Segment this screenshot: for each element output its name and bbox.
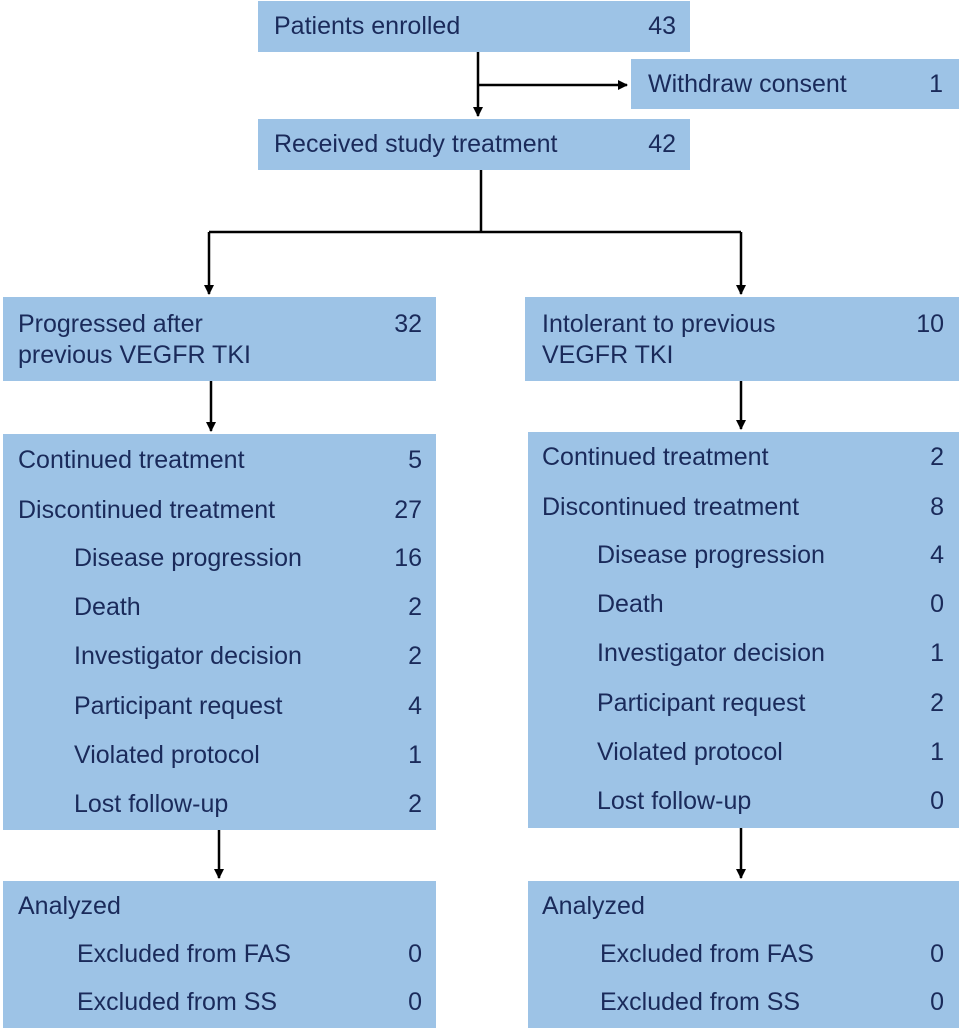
enrolled-label: Patients enrolled [274, 12, 461, 40]
withdraw-row: Withdraw consent 1 [648, 69, 943, 99]
left-fas-label: Excluded from FAS [77, 940, 291, 968]
left-reason-count: 2 [408, 642, 422, 670]
enrolled-box [258, 1, 690, 52]
right-group-label-line1: Intolerant to previous [542, 310, 776, 338]
right-reason-count: 1 [930, 639, 944, 667]
left-reason-label: Violated protocol [74, 741, 260, 769]
right-continued-count: 2 [930, 443, 944, 471]
received-row: Received study treatment 42 [274, 129, 676, 159]
right-analyzed-box [528, 881, 959, 1028]
left-fas-count: 0 [408, 940, 422, 968]
left-reason-count: 4 [408, 692, 422, 720]
left-reason-label: Investigator decision [74, 642, 302, 670]
received-label: Received study treatment [274, 130, 558, 158]
right-reason-label: Participant request [597, 689, 806, 717]
left-ss-label: Excluded from SS [77, 988, 278, 1016]
right-reason-row: Death 0 [597, 589, 944, 619]
right-group-count: 10 [916, 310, 944, 338]
left-reason-row: Disease progression 16 [74, 543, 422, 573]
left-ss-count: 0 [408, 988, 422, 1016]
right-fas-row: Excluded from FAS 0 [600, 939, 944, 969]
right-reason-count: 4 [930, 541, 944, 569]
right-fas-count: 0 [930, 940, 944, 968]
right-reason-label: Investigator decision [597, 639, 825, 667]
right-reason-count: 1 [930, 738, 944, 766]
left-continued-count: 5 [408, 446, 422, 474]
left-reason-count: 2 [408, 790, 422, 818]
right-reason-row: Violated protocol 1 [597, 737, 944, 767]
right-reason-label: Violated protocol [597, 738, 783, 766]
right-reason-label: Lost follow-up [597, 787, 752, 815]
right-group-row: Intolerant to previous VEGFR TKI 10 [542, 309, 944, 371]
left-reason-label: Disease progression [74, 544, 302, 572]
left-group-row: Progressed after previous VEGFR TKI 32 [18, 309, 422, 371]
left-reason-row: Violated protocol 1 [74, 740, 422, 770]
received-count: 42 [648, 130, 676, 158]
right-reason-label: Death [597, 590, 664, 618]
right-reason-label: Disease progression [597, 541, 825, 569]
right-reason-count: 0 [930, 590, 944, 618]
left-reason-count: 2 [408, 593, 422, 621]
received-box [258, 119, 690, 170]
right-status-box [528, 432, 959, 828]
left-analyzed-box [3, 881, 436, 1028]
right-ss-count: 0 [930, 988, 944, 1016]
right-reason-row: Participant request 2 [597, 688, 944, 718]
left-continued-label: Continued treatment [18, 446, 245, 474]
right-reason-count: 0 [930, 787, 944, 815]
left-status-box [3, 434, 436, 830]
left-analyzed-row: Analyzed [18, 891, 422, 921]
right-ss-label: Excluded from SS [600, 988, 801, 1016]
left-group-label-line2: previous VEGFR TKI [18, 341, 251, 369]
right-discontinued-label: Discontinued treatment [542, 493, 800, 521]
right-group-label: Intolerant to previous VEGFR TKI [542, 309, 775, 371]
left-reason-row: Death 2 [74, 592, 422, 622]
left-group-label: Progressed after previous VEGFR TKI [18, 309, 251, 371]
left-group-count: 32 [394, 310, 422, 338]
withdraw-count: 1 [929, 70, 943, 98]
left-discontinued-row: Discontinued treatment 27 [18, 495, 422, 525]
left-reason-row: Participant request 4 [74, 691, 422, 721]
right-discontinued-row: Discontinued treatment 8 [542, 492, 944, 522]
right-ss-row: Excluded from SS 0 [600, 987, 944, 1017]
right-group-box [525, 297, 959, 381]
right-fas-label: Excluded from FAS [600, 940, 814, 968]
right-group-label-line2: VEGFR TKI [542, 341, 674, 369]
withdraw-box [631, 59, 959, 109]
left-fas-row: Excluded from FAS 0 [77, 939, 422, 969]
right-reason-row: Lost follow-up 0 [597, 786, 944, 816]
left-group-label-line1: Progressed after [18, 310, 203, 338]
left-reason-row: Investigator decision 2 [74, 641, 422, 671]
enrolled-row: Patients enrolled 43 [274, 11, 676, 41]
left-analyzed-label: Analyzed [18, 892, 121, 920]
left-reason-row: Lost follow-up 2 [74, 789, 422, 819]
right-continued-label: Continued treatment [542, 443, 769, 471]
left-reason-count: 1 [408, 741, 422, 769]
left-reason-label: Lost follow-up [74, 790, 229, 818]
right-reason-row: Investigator decision 1 [597, 638, 944, 668]
left-discontinued-count: 27 [394, 496, 422, 524]
right-reason-row: Disease progression 4 [597, 540, 944, 570]
left-reason-label: Death [74, 593, 141, 621]
withdraw-label: Withdraw consent [648, 70, 847, 98]
right-analyzed-label: Analyzed [542, 892, 645, 920]
left-group-box [3, 297, 436, 381]
right-continued-row: Continued treatment 2 [542, 442, 944, 472]
left-continued-row: Continued treatment 5 [18, 445, 422, 475]
enrolled-count: 43 [648, 12, 676, 40]
left-reason-count: 16 [394, 544, 422, 572]
left-discontinued-label: Discontinued treatment [18, 496, 276, 524]
right-analyzed-row: Analyzed [542, 891, 944, 921]
left-reason-label: Participant request [74, 692, 283, 720]
right-reason-count: 2 [930, 689, 944, 717]
left-ss-row: Excluded from SS 0 [77, 987, 422, 1017]
right-discontinued-count: 8 [930, 493, 944, 521]
